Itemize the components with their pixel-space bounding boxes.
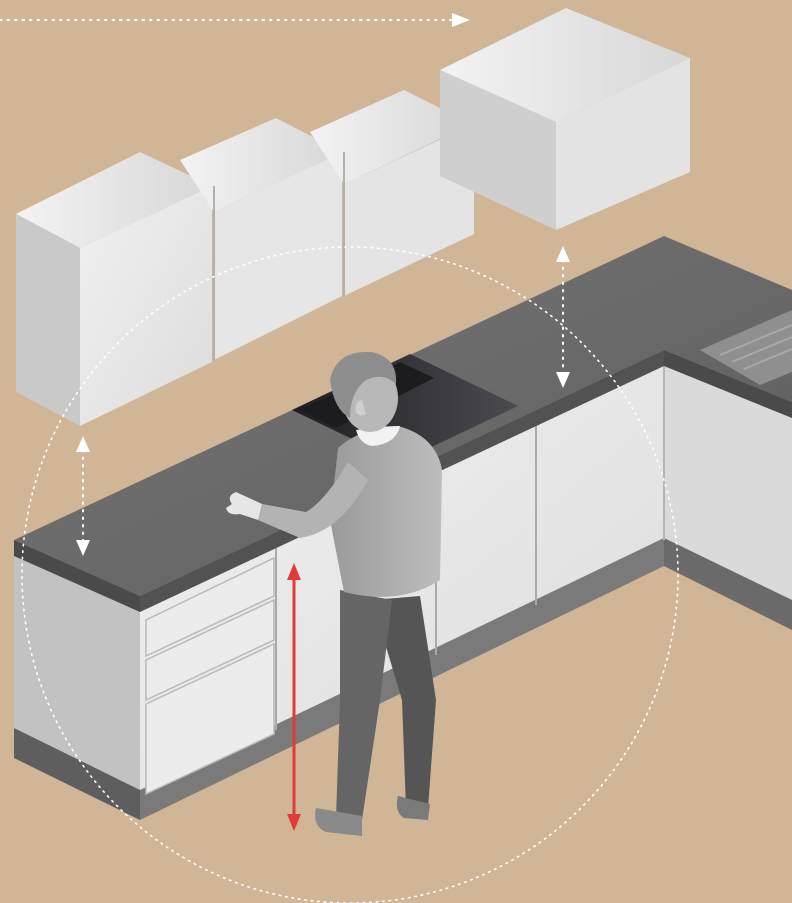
person-torso <box>330 426 442 597</box>
wall-cabinet-side <box>16 214 80 426</box>
dotted-arrow-icon <box>0 13 470 27</box>
person-leg-front <box>336 590 392 820</box>
